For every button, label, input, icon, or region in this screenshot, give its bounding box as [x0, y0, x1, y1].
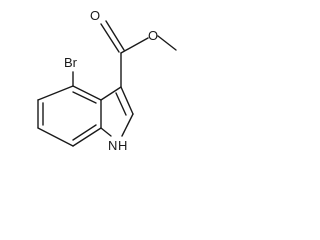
bond-c7-c7a-inner — [72, 124, 97, 141]
bond-c3a-c4-inner — [72, 91, 97, 104]
bond-carbonyl-o-ester — [120, 37, 149, 54]
molecule-structure: Br O O N H — [37, 8, 177, 153]
bond-c3-c2-inner — [115, 92, 127, 116]
bond-o-methyl — [157, 35, 177, 51]
bond-c6-c7 — [37, 127, 74, 147]
bond-c7-c7a — [72, 127, 102, 147]
nitrogen-hydrogen-label: H — [118, 138, 127, 153]
bromine-label: Br — [64, 55, 78, 70]
bond-c3a-c3 — [100, 86, 122, 101]
bond-c3-c2 — [120, 86, 134, 115]
bond-n1-c7a — [100, 127, 112, 137]
bond-c4-c5 — [37, 85, 74, 101]
carbonyl-oxygen-label: O — [90, 8, 100, 23]
bond-carbonyl-o-double-b — [105, 20, 125, 51]
bond-c3a-c4 — [72, 85, 102, 101]
bond-carbonyl-o-double-a — [100, 23, 120, 53]
bond-c2-n1 — [121, 113, 134, 137]
ester-oxygen-label: O — [148, 28, 158, 43]
nitrogen-label: N — [108, 138, 117, 153]
